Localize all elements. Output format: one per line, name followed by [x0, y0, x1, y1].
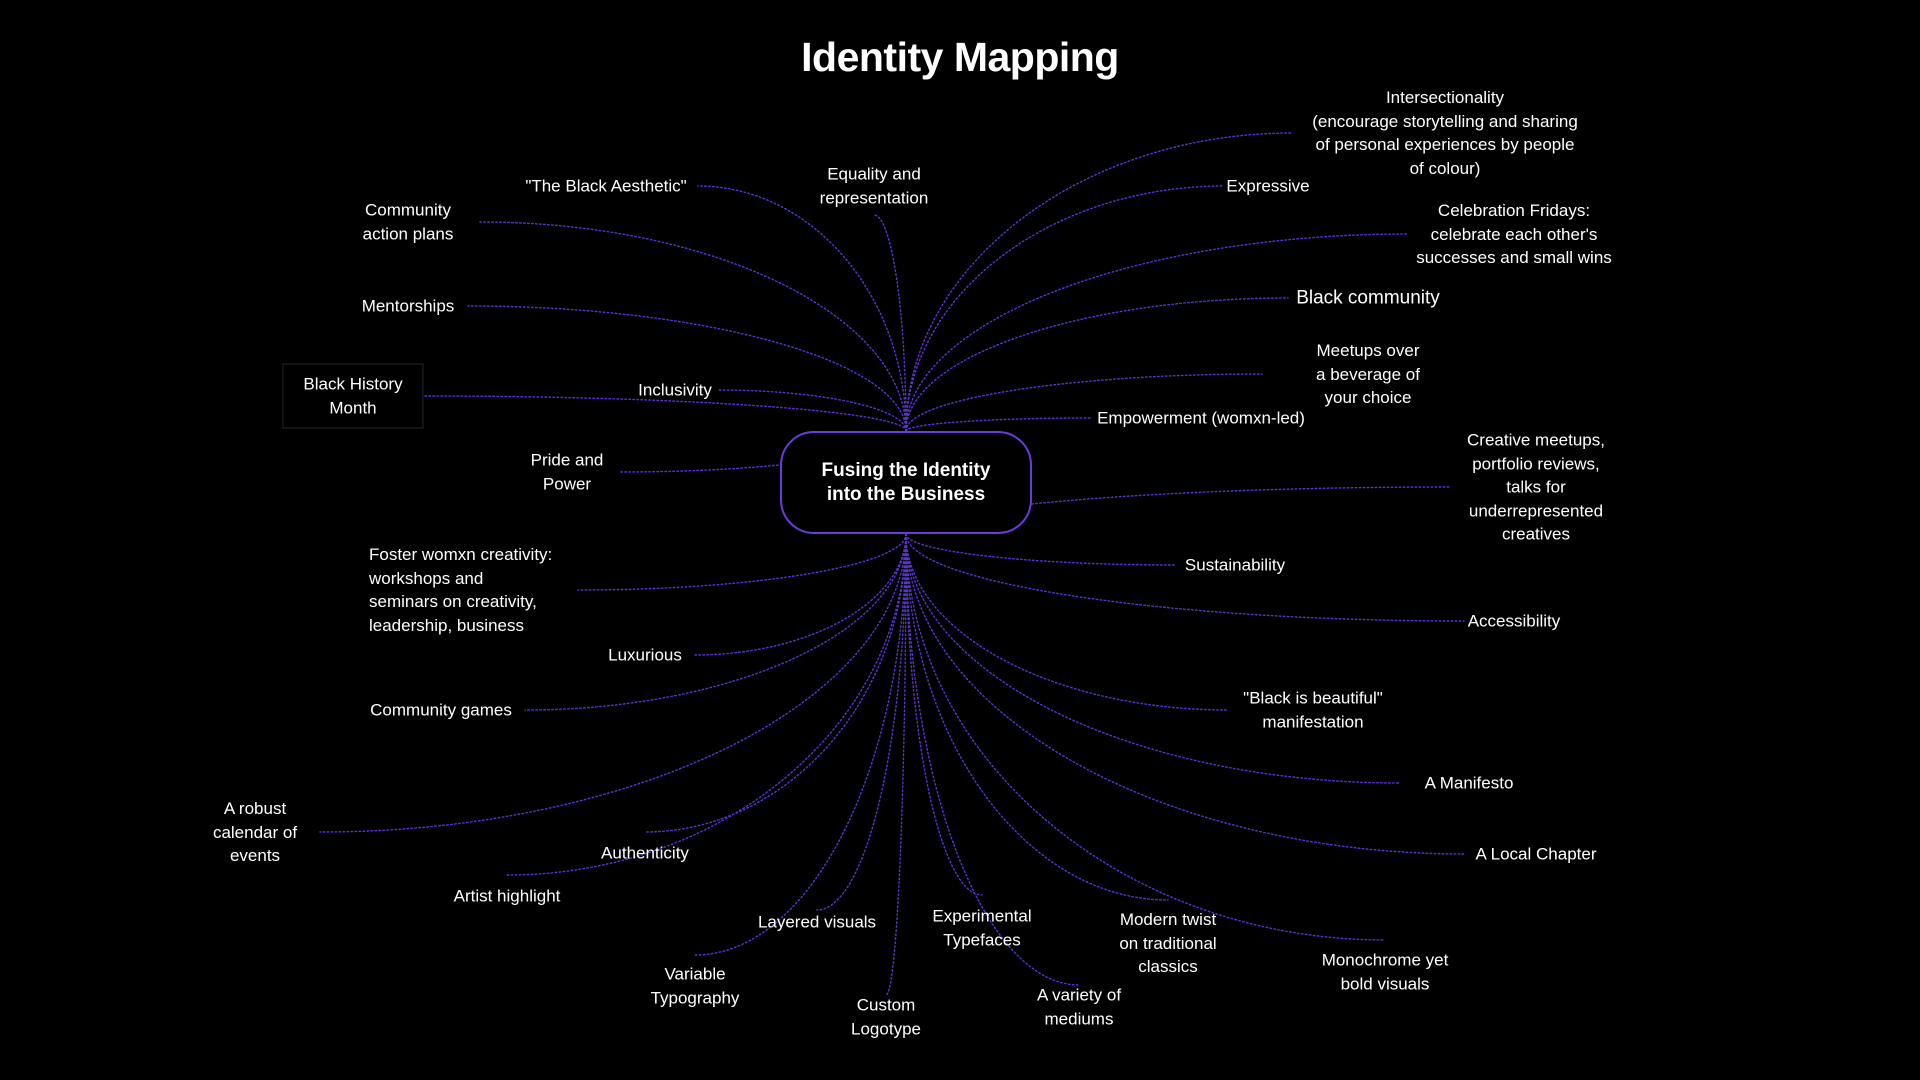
- node-black-aesthetic: "The Black Aesthetic": [525, 176, 687, 196]
- node-black-history: Black History Month: [282, 363, 424, 429]
- connector-luxurious: [694, 533, 907, 656]
- connector-black-history: [424, 395, 907, 432]
- page-title: Identity Mapping: [801, 34, 1119, 80]
- connector-robust-calendar: [319, 533, 907, 833]
- node-creative-meetups: Creative meetups, portfolio reviews, tal…: [1467, 430, 1605, 544]
- node-artist-highlight: Artist highlight: [453, 886, 561, 906]
- node-black-community: Black community: [1296, 287, 1440, 309]
- node-sustainability: Sustainability: [1184, 555, 1286, 575]
- connector-inclusivity: [717, 389, 907, 432]
- connector-monochrome: [905, 533, 1386, 941]
- node-local-chapter: A Local Chapter: [1475, 844, 1597, 864]
- connector-foster-womxn: [577, 533, 907, 591]
- connector-experimental-typefaces: [905, 533, 983, 896]
- node-authenticity: Authenticity: [601, 843, 689, 863]
- node-community-games: Community games: [370, 700, 512, 720]
- node-equality: Equality and representation: [819, 164, 929, 208]
- node-robust-calendar: A robust calendar of events: [212, 798, 298, 865]
- connector-equality: [873, 214, 907, 432]
- connector-black-aesthetic: [697, 185, 907, 432]
- node-empowerment: Empowerment (womxn-led): [1097, 408, 1305, 428]
- node-manifesto: A Manifesto: [1424, 773, 1514, 793]
- connector-local-chapter: [905, 533, 1466, 855]
- node-accessibility: Accessibility: [1467, 611, 1561, 631]
- connector-sustainability: [905, 533, 1176, 566]
- node-meetups: Meetups over a beverage of your choice: [1316, 340, 1420, 407]
- node-foster-womxn: Foster womxn creativity: workshops and s…: [369, 545, 553, 635]
- node-mentorships: Mentorships: [361, 296, 455, 316]
- connector-empowerment: [905, 417, 1091, 432]
- node-pride: Pride and Power: [530, 450, 604, 494]
- node-custom-logotype: Custom Logotype: [851, 995, 921, 1039]
- node-layered-visuals: Layered visuals: [757, 912, 877, 932]
- node-experimental-typefaces: Experimental Typefaces: [932, 906, 1032, 950]
- connector-manifesto: [905, 533, 1401, 784]
- node-celebration-fridays: Celebration Fridays: celebrate each othe…: [1416, 200, 1612, 267]
- node-expressive: Expressive: [1226, 176, 1310, 196]
- node-community-action: Community action plans: [362, 200, 454, 244]
- node-luxurious: Luxurious: [608, 645, 682, 665]
- connector-custom-logotype: [885, 533, 907, 996]
- connector-modern-twist: [905, 533, 1169, 901]
- connector-black-community: [905, 297, 1289, 432]
- connector-intersectionality: [905, 132, 1293, 432]
- connector-community-action: [479, 221, 907, 432]
- connector-meetups: [905, 373, 1263, 432]
- node-modern-twist: Modern twist on traditional classics: [1119, 909, 1217, 976]
- connector-black-beautiful: [905, 533, 1229, 711]
- node-intersectionality: Intersectionality (encourage storytellin…: [1312, 88, 1578, 178]
- connector-expressive: [905, 185, 1225, 432]
- connector-creative-meetups: [905, 486, 1451, 535]
- connector-mentorships: [467, 305, 907, 432]
- node-monochrome: Monochrome yet bold visuals: [1321, 950, 1449, 994]
- connector-accessibility: [905, 533, 1465, 622]
- center-node: Fusing the Identity into the Business: [780, 431, 1032, 534]
- connector-layered-visuals: [816, 533, 907, 911]
- node-inclusivity: Inclusivity: [638, 380, 712, 400]
- node-variety-mediums: A variety of mediums: [1036, 985, 1122, 1029]
- connector-variety-mediums: [905, 533, 1080, 986]
- connector-celebration-fridays: [905, 233, 1409, 432]
- connector-artist-highlight: [506, 533, 907, 876]
- connector-community-games: [524, 533, 907, 711]
- node-black-beautiful: "Black is beautiful" manifestation: [1243, 688, 1383, 732]
- connector-authenticity: [644, 533, 907, 833]
- connector-variable-typography: [694, 533, 907, 956]
- node-variable-typography: Variable Typography: [650, 964, 740, 1008]
